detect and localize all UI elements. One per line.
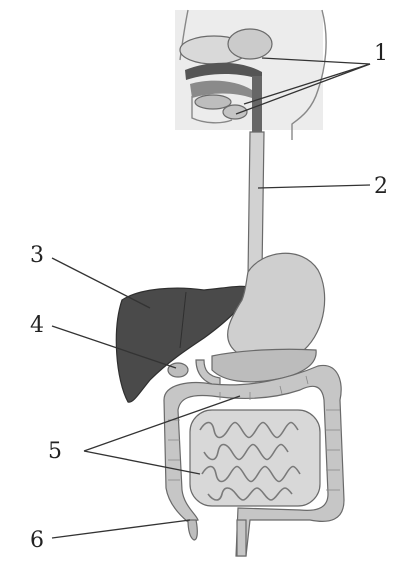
label-4: 4 — [30, 313, 44, 338]
label-2: 2 — [374, 174, 388, 199]
sublingual-gland — [195, 95, 231, 109]
appendix — [188, 520, 197, 540]
gallbladder — [168, 363, 188, 377]
submandibular-gland — [223, 105, 247, 119]
parotid-gland — [228, 29, 272, 59]
leader-5b — [84, 451, 200, 474]
stomach — [228, 253, 325, 362]
label-5: 5 — [48, 439, 62, 464]
rectum — [237, 520, 246, 556]
label-1: 1 — [374, 41, 388, 66]
small-intestine — [190, 410, 320, 506]
leader-2 — [258, 185, 370, 188]
pharynx — [252, 76, 262, 132]
label-3: 3 — [30, 243, 44, 268]
esophagus — [248, 132, 264, 276]
label-6: 6 — [30, 528, 44, 553]
leader-6 — [52, 520, 190, 538]
head-region — [175, 10, 326, 140]
leader-3 — [52, 258, 150, 308]
